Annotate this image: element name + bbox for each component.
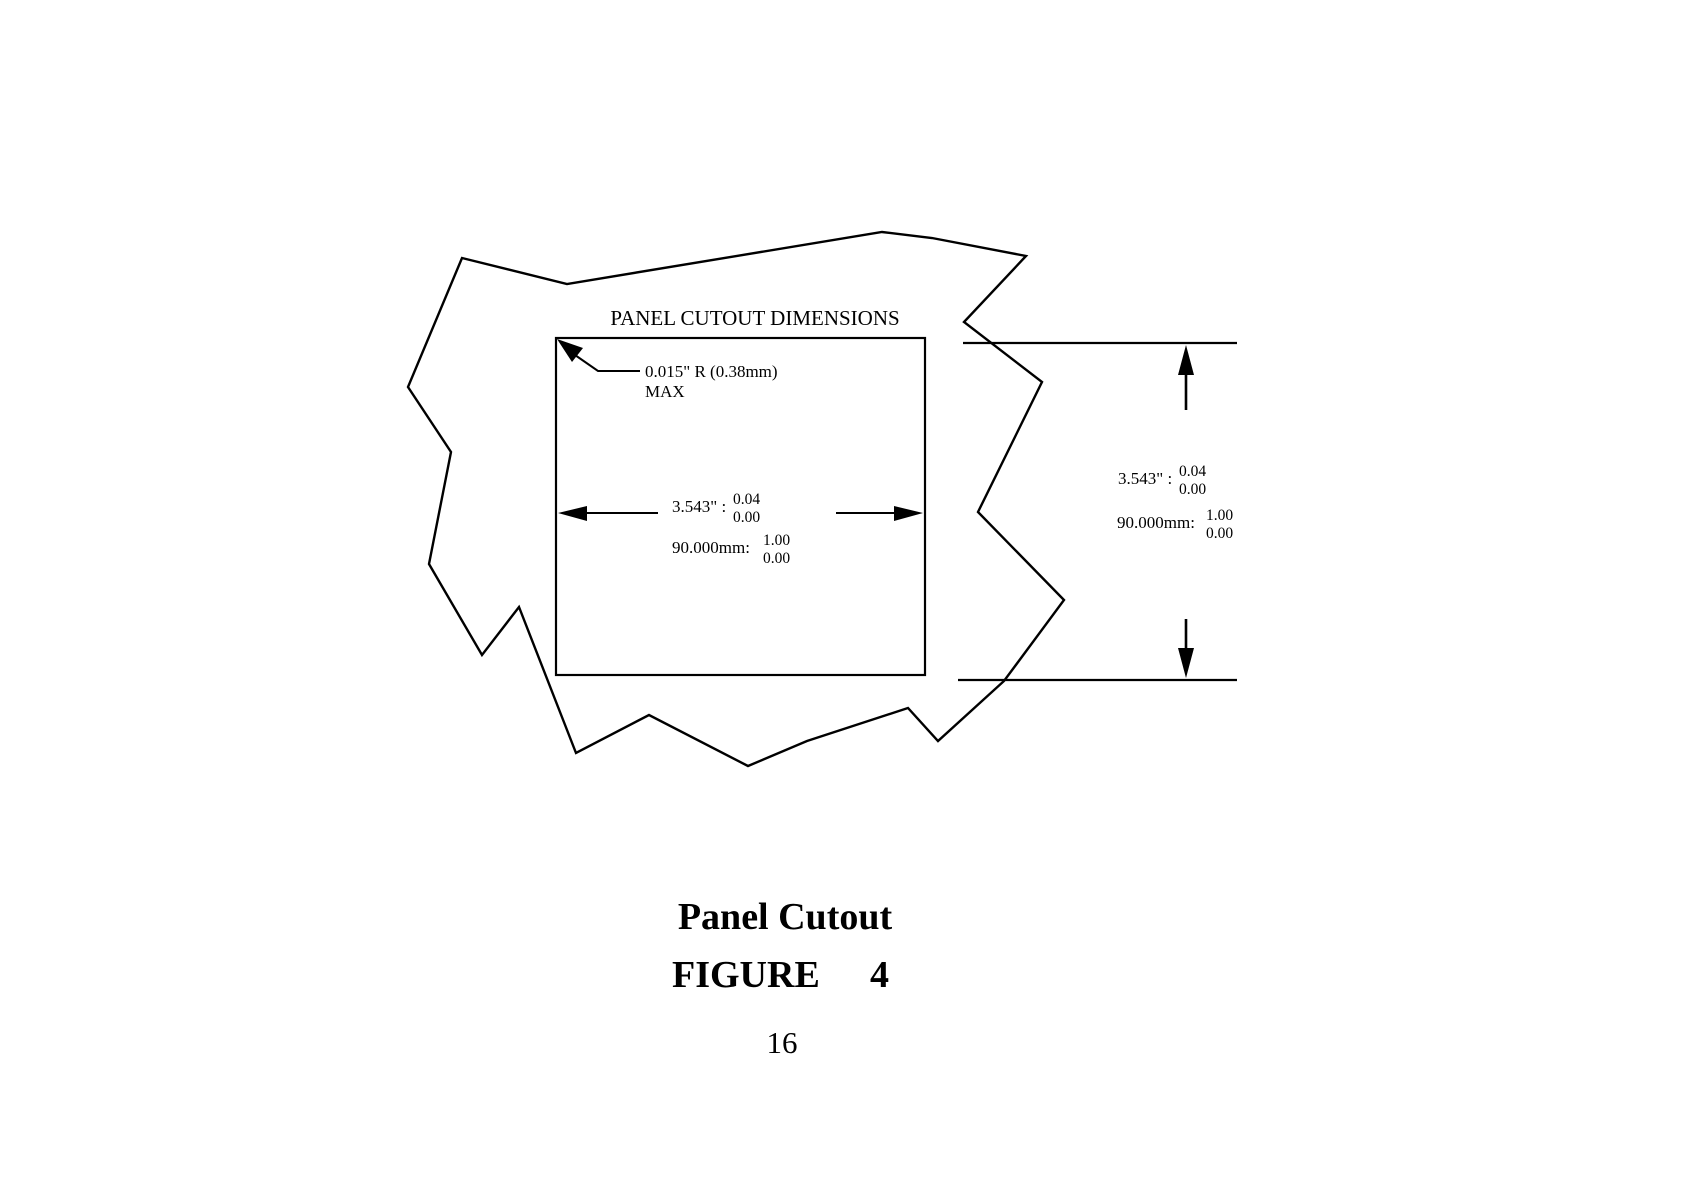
corner-radius-note-line2: MAX [645,382,685,401]
figure-caption-title: Panel Cutout [678,896,893,938]
height-inch-tol-top: 0.04 [1179,463,1206,480]
width-inch-label: 3.543" : [672,497,726,516]
width-mm-tol-bottom: 0.00 [763,550,790,567]
page-number: 16 [767,1025,798,1060]
diagram-title: PANEL CUTOUT DIMENSIONS [610,306,899,330]
width-mm-tol-top: 1.00 [763,532,790,549]
height-arrowhead-up-icon [1178,345,1194,375]
corner-radius-note-line1: 0.015" R (0.38mm) [645,362,778,381]
width-arrowhead-right-icon [894,506,923,521]
width-inch-tol-bottom: 0.00 [733,509,760,526]
panel-outline [406,230,1066,768]
width-mm-label: 90.000mm: [672,538,750,557]
height-mm-tol-top: 1.00 [1206,507,1233,524]
height-inch-tol-bottom: 0.00 [1179,481,1206,498]
figure-number: 4 [870,954,889,996]
corner-radius-leader-line [574,354,640,372]
width-arrowhead-left-icon [558,506,587,521]
figure-label: FIGURE [672,954,820,996]
height-arrowhead-down-icon [1178,648,1194,678]
height-inch-label: 3.543" : [1118,469,1172,488]
cutout-square [554,336,927,677]
height-mm-tol-bottom: 0.00 [1206,525,1233,542]
width-inch-tol-top: 0.04 [733,491,760,508]
height-mm-label: 90.000mm: [1117,513,1195,532]
